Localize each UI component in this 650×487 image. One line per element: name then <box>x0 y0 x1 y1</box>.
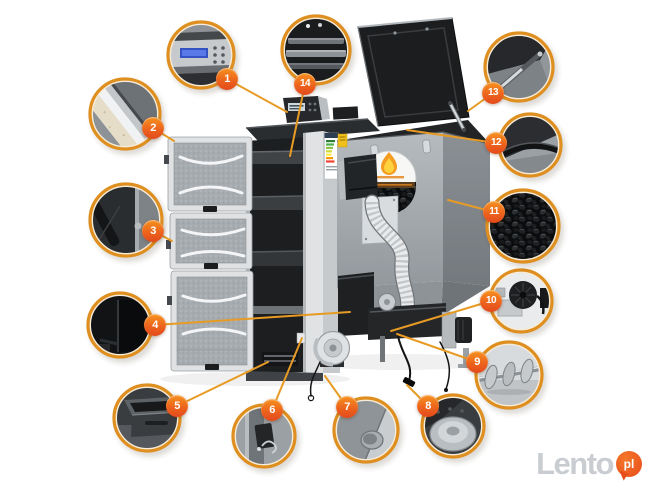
boiler-controller <box>283 96 330 123</box>
callout-line-4 <box>154 311 351 326</box>
middle-door <box>169 212 253 270</box>
flex-hose <box>364 194 416 321</box>
feeder-assembly <box>337 272 474 368</box>
blower-fan <box>313 330 351 367</box>
callout-line-12 <box>406 129 497 144</box>
boiler-interior <box>245 137 306 374</box>
boiler-doors <box>164 136 254 372</box>
detail-circle-lid-edge <box>497 112 566 182</box>
callout-line-5 <box>176 361 269 407</box>
warning-label <box>337 133 348 148</box>
callout-badge-2: 2 <box>142 117 164 139</box>
callout-badge-10: 10 <box>480 290 502 312</box>
callout-lines <box>152 78 497 411</box>
detail-circle-pipe-stub <box>332 396 403 468</box>
detail-circle-fan <box>420 393 489 463</box>
fuel-hopper <box>307 120 491 402</box>
callout-badge-6: 6 <box>261 399 283 421</box>
callout-line-14 <box>289 83 306 157</box>
callout-badge-12: 12 <box>485 132 507 154</box>
watermark-pl-badge: pl <box>616 451 642 477</box>
detail-circle-auger <box>474 340 547 414</box>
callout-badge-5: 5 <box>166 395 188 417</box>
energy-label <box>324 132 339 180</box>
detail-circle-ash-drawer <box>112 383 185 457</box>
watermark-text: Lento <box>536 446 614 481</box>
callout-line-1 <box>226 78 288 113</box>
callout-badge-8: 8 <box>417 395 439 417</box>
detail-circle-baffles <box>280 14 355 90</box>
callout-line-10 <box>390 300 492 332</box>
callout-badge-1: 1 <box>216 68 238 90</box>
detail-circle-latch <box>231 403 300 473</box>
detail-circle-fuel <box>485 188 564 268</box>
detail-circle-gas-spring <box>483 31 558 107</box>
callout-line-9 <box>396 333 478 363</box>
lento-watermark: Lento pl <box>536 446 642 482</box>
callout-badge-7: 7 <box>336 396 358 418</box>
callout-line-6 <box>271 337 303 411</box>
callout-badge-14: 14 <box>294 73 316 95</box>
callout-badge-3: 3 <box>142 220 164 242</box>
cables <box>307 335 451 402</box>
lid-gas-spring <box>448 101 466 132</box>
hopper-lid <box>357 17 470 132</box>
callout-badge-4: 4 <box>144 314 166 336</box>
hopper-latch <box>422 139 431 154</box>
upper-door <box>167 136 253 212</box>
detail-circle-controller <box>166 20 239 94</box>
flue-collar <box>332 106 359 120</box>
hopper-feed-motor <box>338 154 378 200</box>
detail-circle-motor <box>488 268 557 338</box>
callout-badge-13: 13 <box>482 82 504 104</box>
callout-badge-11: 11 <box>483 201 505 223</box>
callout-badge-9: 9 <box>466 351 488 373</box>
